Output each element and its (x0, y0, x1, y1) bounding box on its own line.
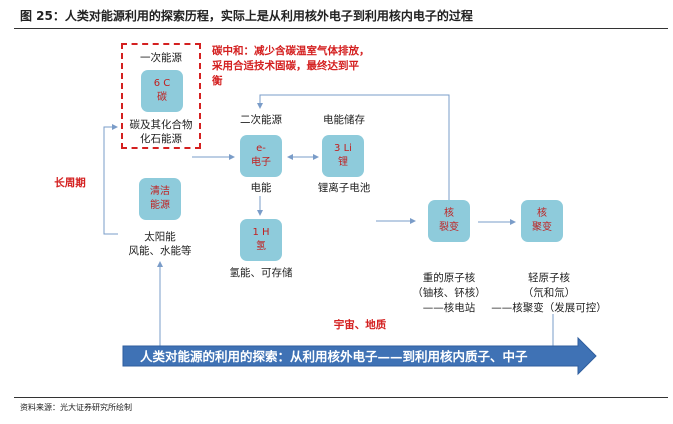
desc-line: （铀核、钚核） (412, 287, 486, 299)
desc-line: ——核聚变（发展可控） (491, 302, 607, 314)
clean-energy-box: 清洁能源 (139, 178, 181, 220)
clean-line2: 能源 (150, 200, 170, 211)
top-rule (14, 28, 668, 29)
electron-box: e- 电子 (240, 135, 282, 177)
bottom-rule (14, 397, 668, 398)
carbon-symbol: 6 C (153, 78, 171, 89)
wind-water-label: 风能、水能等 (128, 245, 192, 257)
fission-box: 核裂变 (428, 200, 470, 242)
banner-text: 人类对能源的利用的探索：从利用核外电子——到利用核内质子、中子 (140, 349, 528, 364)
lithium-battery-label: 锂离子电池 (317, 182, 371, 194)
electron-symbol: e- (256, 143, 266, 154)
figure-title: 图 25：人类对能源利用的探索历程，实际上是从利用核外电子到利用核内电子的过程 (20, 9, 473, 23)
cosmos-label: 宇宙、地质 (333, 319, 387, 331)
electric-energy-label: 电能 (250, 182, 272, 194)
hydrogen-label: 氢能、可存储 (229, 267, 293, 279)
feedback-line (257, 94, 450, 200)
fission-line2: 裂变 (439, 222, 459, 233)
note-line: 衡 (212, 75, 223, 87)
desc-line: ——核电站 (422, 302, 476, 314)
note-line: 碳中和：减少含碳温室气体排放， (212, 45, 370, 57)
fusion-line1: 核 (537, 208, 547, 219)
lithium-symbol: 3 Li (334, 143, 352, 154)
hydrogen-box: 1 H 氢 (240, 219, 282, 261)
hydrogen-name: 氢 (256, 241, 266, 252)
storage-header: 电能储存 (323, 114, 365, 126)
long-cycle-bracket (103, 124, 118, 235)
source-note: 资料来源：光大证券研究所绘制 (20, 403, 132, 412)
carbon-name: 碳 (157, 92, 167, 103)
banner-arrow (122, 336, 597, 376)
primary-energy-frame (121, 43, 201, 149)
fission-desc: 重的原子核 （铀核、钚核） ——核电站 (399, 271, 499, 316)
lithium-name: 锂 (338, 157, 348, 168)
desc-line: 轻原子核 (528, 272, 570, 284)
long-cycle-label: 长周期 (54, 177, 86, 189)
hydrogen-symbol: 1 H (252, 227, 270, 238)
fusion-desc: 轻原子核 （氘和氚） ——核聚变（发展可控） (484, 271, 614, 316)
carbon-box: 6 C 碳 (141, 70, 183, 112)
desc-line: （氘和氚） (522, 287, 576, 299)
fission-line1: 核 (444, 208, 454, 219)
primary-header: 一次能源 (140, 52, 182, 64)
fusion-box: 核聚变 (521, 200, 563, 242)
desc-line: 重的原子核 (422, 272, 476, 284)
secondary-header: 二次能源 (240, 114, 282, 126)
carbon-neutral-note: 碳中和：减少含碳温室气体排放， 采用合适技术固碳，最终达到平 衡 (212, 44, 370, 89)
electron-name: 电子 (251, 157, 271, 168)
solar-label: 太阳能 (144, 231, 176, 243)
lithium-box: 3 Li 锂 (322, 135, 364, 177)
primary-desc2: 化石能源 (140, 133, 182, 145)
primary-desc1: 碳及其化合物 (129, 119, 193, 131)
note-line: 采用合适技术固碳，最终达到平 (212, 60, 359, 72)
clean-line1: 清洁 (150, 186, 170, 197)
fusion-line2: 聚变 (532, 222, 552, 233)
